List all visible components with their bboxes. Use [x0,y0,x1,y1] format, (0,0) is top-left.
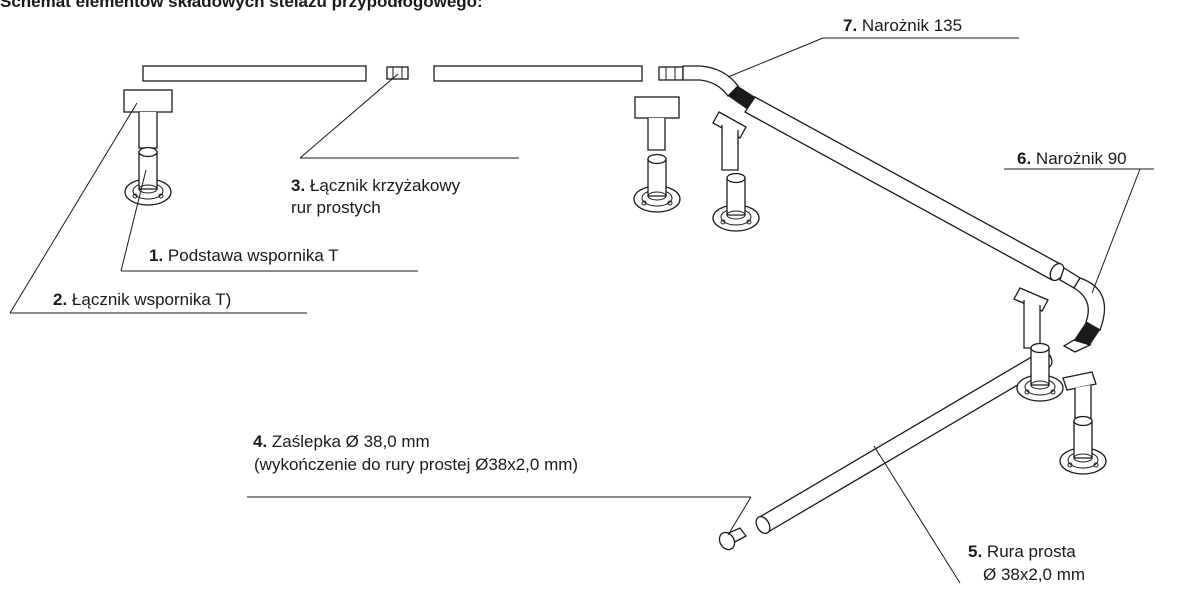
label-number: 7. [843,16,858,35]
straight-tube-lower [757,351,1051,533]
label-text: Łącznik krzyżakowy [309,176,461,195]
page-title: Schemat elementów składowych stelażu prz… [0,0,483,11]
label-text: Łącznik wspornika T) [71,290,232,309]
label-lacznik-wspornika: 2. Łącznik wspornika T) [53,289,231,310]
t-support-corner [712,111,760,232]
label-number: 3. [291,176,306,195]
t-support-right-upper [1013,287,1064,402]
label-naroznik-90: 6. Narożnik 90 [1017,148,1127,169]
cross-connector [386,66,409,80]
label-text: Rura prosta [986,542,1076,561]
end-cap [718,527,747,551]
label-number: 5. [968,542,983,561]
label-number: 2. [53,290,68,309]
label-number: 1. [149,246,164,265]
label-naroznik-135: 7. Narożnik 135 [843,15,962,36]
corner-135 [658,65,760,110]
straight-tube-top-middle [433,65,643,82]
label-podstawa-wspornika: 1. Podstawa wspornika T [149,245,339,266]
label-lacznik-krzyzakowy-line2: rur prostych [291,198,381,217]
corner-90 [1059,267,1106,353]
t-support-middle [633,96,681,213]
label-text: Narożnik 90 [1035,149,1127,168]
t-support-left [123,89,173,206]
label-number: 6. [1017,149,1032,168]
label-number: 4. [253,432,268,451]
label-rura-prosta: 5. Rura prosta [968,541,1076,562]
label-zaslepka: 4. Zaślepka Ø 38,0 mm [253,431,430,452]
straight-tube-diagonal [744,96,1063,281]
straight-tube-top-left [142,65,367,82]
label-text: Podstawa wspornika T [167,246,339,265]
label-lacznik-krzyzakowy: 3. Łącznik krzyżakowy [291,175,460,196]
label-rura-prosta-line2: Ø 38x2,0 mm [983,565,1086,584]
t-support-right-lower [1059,371,1107,475]
label-zaslepka-line2: (wykończenie do rury prostej Ø38x2,0 mm) [254,455,579,474]
label-text: Narożnik 135 [861,16,963,35]
label-text: Zaślepka Ø 38,0 mm [271,432,430,451]
